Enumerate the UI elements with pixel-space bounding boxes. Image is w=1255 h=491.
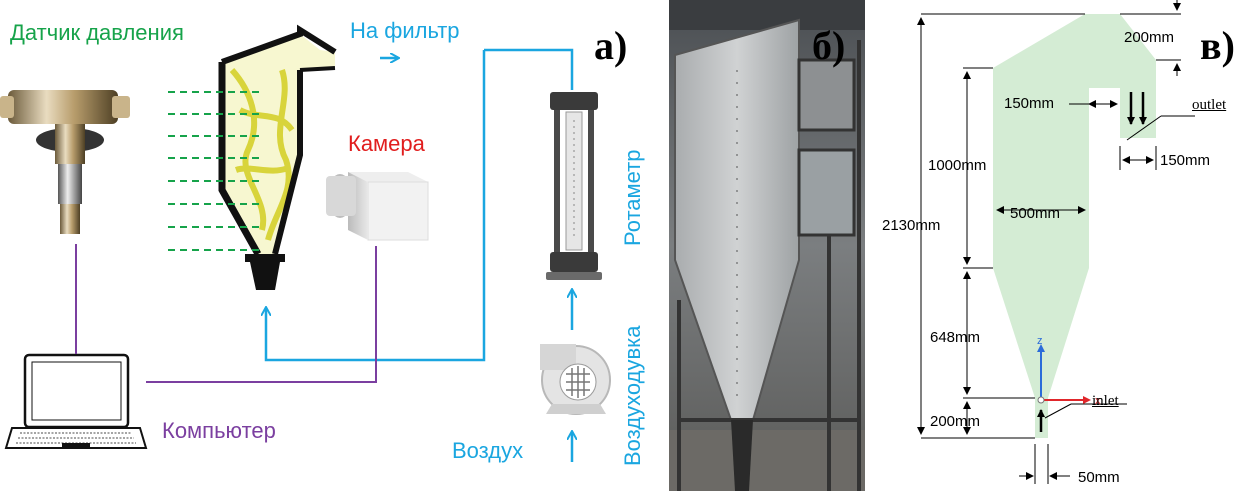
- axis-x-label: x: [1095, 395, 1101, 407]
- dim-total-height: 2130mm: [882, 217, 941, 234]
- dim-outlet-offset: 150mm: [1004, 95, 1055, 112]
- computer-icon: [4, 353, 148, 449]
- inlet-label: inlet: [1092, 393, 1119, 409]
- camera-icon: [326, 172, 429, 241]
- blower-icon: [540, 344, 611, 415]
- panel-c-letter: в): [1200, 23, 1235, 68]
- panel-a-letter: а): [594, 23, 628, 68]
- panel-a-schematic: [0, 24, 611, 462]
- outlet-label: outlet: [1192, 97, 1227, 113]
- cyclone-body: [993, 14, 1156, 438]
- blower-label: Воздуходувка: [620, 325, 645, 466]
- axis-triad: z x: [1037, 335, 1101, 407]
- rotameter-label: Ротаметр: [620, 149, 645, 246]
- dim-cylinder-width: 500mm: [1010, 205, 1061, 222]
- signal-lines: [75, 244, 377, 383]
- dim-cone-height: 648mm: [930, 329, 981, 346]
- dim-inlet-height: 200mm: [930, 413, 981, 430]
- camera-label: Камера: [348, 131, 425, 156]
- dim-inlet-width: 50mm: [1078, 469, 1120, 486]
- to-filter-label: На фильтр: [350, 18, 460, 43]
- computer-label: Компьютер: [162, 418, 276, 443]
- pressure-sensor-label: Датчик давления: [10, 20, 184, 45]
- reactor-vessel: [218, 24, 337, 290]
- dim-outlet-width: 150mm: [1160, 152, 1211, 169]
- panel-b-letter: б): [812, 23, 846, 68]
- air-label: Воздух: [452, 438, 524, 463]
- dim-cylinder-height: 1000mm: [928, 157, 987, 174]
- pressure-taps: [168, 91, 262, 251]
- axis-z-label: z: [1037, 335, 1043, 347]
- panel-b-photo: [669, 0, 865, 491]
- dim-outlet-height: 200mm: [1124, 29, 1175, 46]
- pressure-sensor-icon: [0, 90, 130, 234]
- air-flow-lines: [266, 48, 572, 462]
- panel-c-geometry: z x: [917, 0, 1195, 484]
- rotameter-icon: [546, 92, 602, 280]
